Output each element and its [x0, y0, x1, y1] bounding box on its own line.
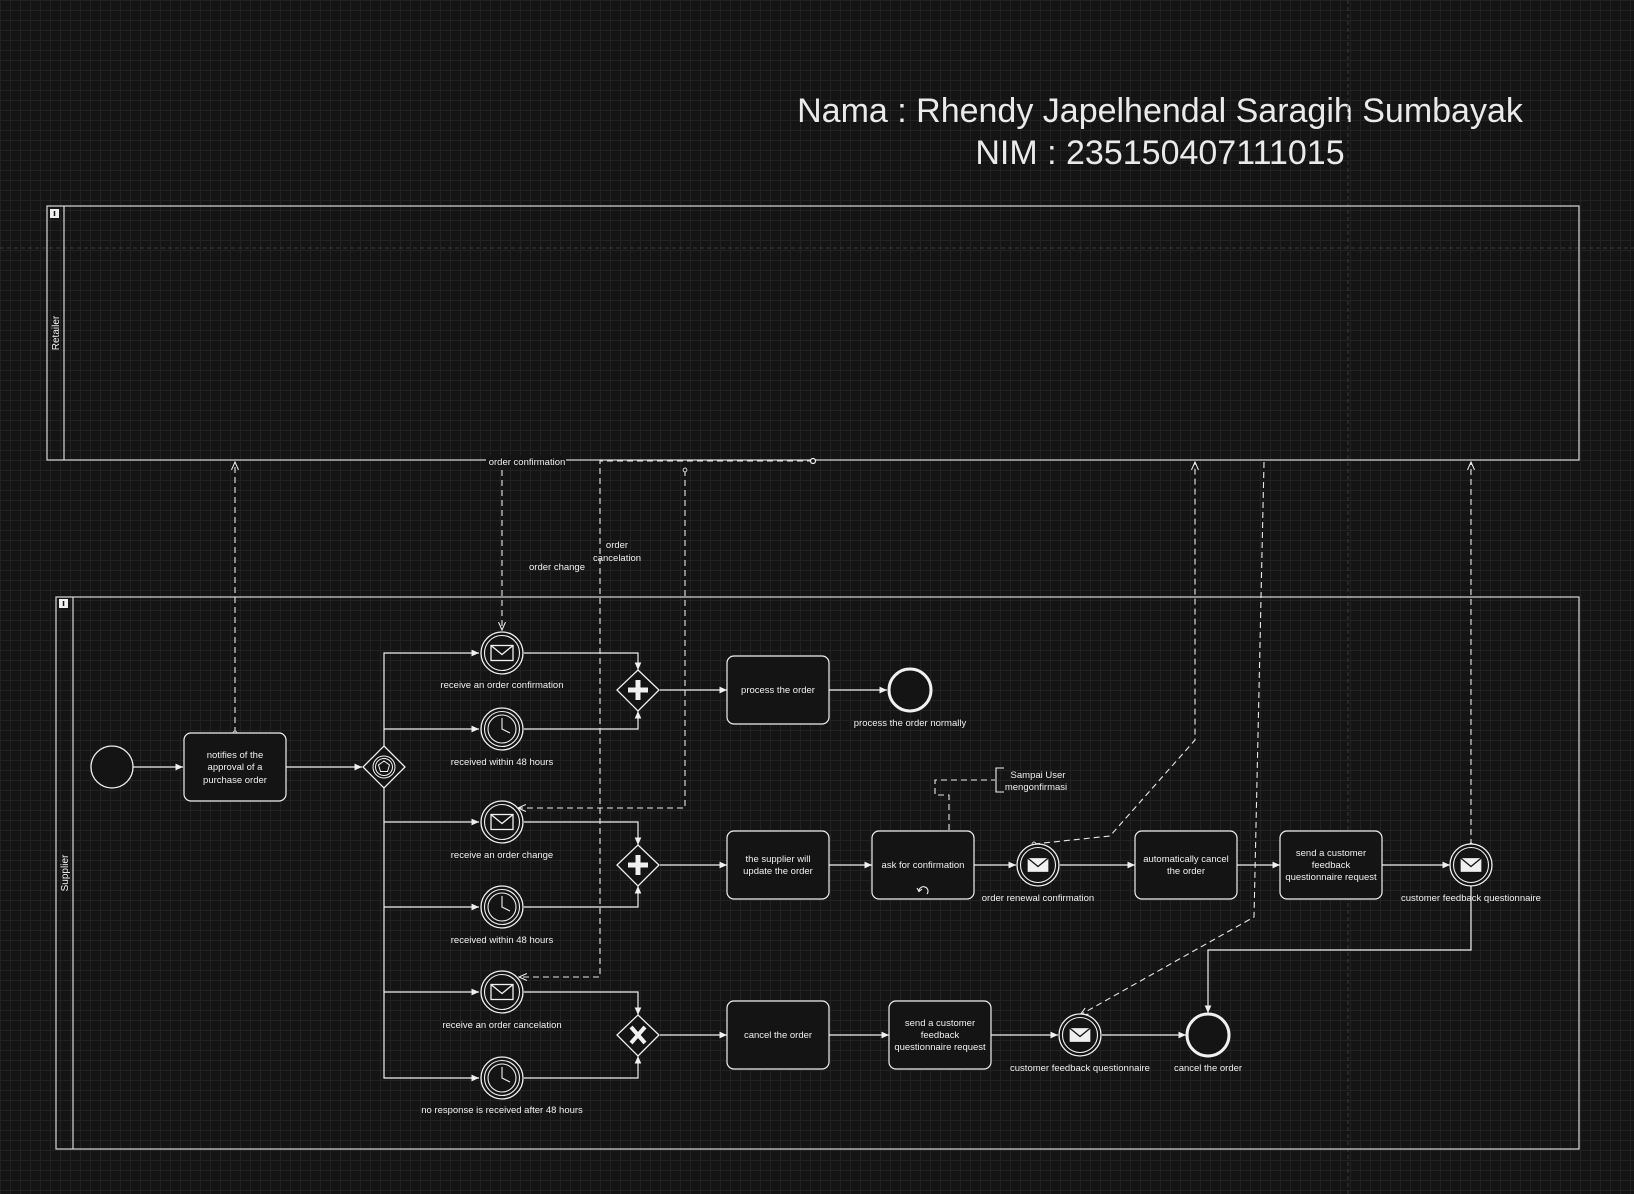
annotation-line: Sampai User	[1011, 770, 1066, 781]
event-label: customer feedback questionnaire	[1401, 893, 1541, 904]
task-label: ask for confirmation	[882, 860, 965, 871]
sequence-flow	[524, 886, 642, 908]
supplier-pool[interactable]: Supplier	[55, 596, 1580, 1150]
event-label: received within 48 hours	[451, 935, 554, 946]
message-label-order-change: order change	[529, 562, 585, 573]
task-label: purchase order	[203, 775, 267, 786]
retailer-pool[interactable]: Retailer	[46, 205, 1580, 461]
parallel-gateway-2[interactable]	[616, 844, 660, 887]
message-flow	[1080, 461, 1265, 1015]
message-label-order-cancelation-line2: cancelation	[593, 553, 641, 564]
task-label: send a customer	[1296, 848, 1366, 859]
task-label: update the order	[743, 866, 813, 877]
task-label: the order	[1167, 866, 1205, 877]
task-process-order[interactable]	[726, 655, 830, 725]
event-label: receive an order confirmation	[440, 680, 563, 691]
message-flows	[235, 460, 1471, 1015]
parallel-gateway-1[interactable]	[616, 669, 660, 712]
envelope-icon	[490, 813, 514, 831]
plus-icon	[628, 680, 648, 700]
task-ask-confirmation[interactable]	[871, 830, 975, 900]
envelope-icon	[490, 983, 514, 1001]
task-label: feedback	[1312, 860, 1351, 871]
event-label: receive an order cancelation	[442, 1020, 561, 1031]
student-id: NIM : 235150407111015	[975, 134, 1345, 172]
event-label: received within 48 hours	[451, 757, 554, 768]
task-label: questionnaire request	[1285, 872, 1377, 883]
event-based-gateway[interactable]	[362, 745, 406, 789]
message-event-receive-confirmation[interactable]	[480, 631, 524, 675]
diagram-header: Nama : Rhendy Japelhendal Saragih Sumbay…	[740, 90, 1580, 174]
annotation-line: mengonfirmasi	[1005, 782, 1067, 793]
event-label: process the order normally	[854, 718, 967, 729]
timer-event-no-response[interactable]	[480, 1056, 524, 1100]
envelope-icon	[1459, 856, 1483, 874]
task-label: process the order	[741, 685, 815, 696]
text-annotation[interactable]: Sampai User mengonfirmasi	[995, 767, 1067, 793]
message-event-receive-change[interactable]	[480, 800, 524, 844]
timer-event-48h-2[interactable]	[480, 885, 524, 929]
event-label: cancel the order	[1174, 1063, 1242, 1074]
sequence-flow	[1204, 882, 1472, 1013]
message-event-feedback-questionnaire-1[interactable]	[1449, 843, 1493, 887]
supplier-pool-label: Supplier	[60, 854, 71, 891]
clock-icon	[487, 1063, 517, 1093]
plus-icon	[628, 855, 648, 875]
exclusive-gateway[interactable]	[616, 1014, 660, 1057]
task-send-feedback-request-1[interactable]	[1279, 830, 1383, 900]
task-label: approval of a	[208, 762, 264, 773]
task-cancel-order[interactable]	[726, 1000, 830, 1070]
retailer-pool-label: Retailer	[51, 315, 62, 350]
author-name: Nama : Rhendy Japelhendal Saragih Sumbay…	[797, 92, 1523, 130]
event-label: receive an order change	[451, 850, 553, 861]
clock-icon	[487, 892, 517, 922]
task-label: notifies of the	[207, 750, 264, 761]
event-label: order renewal confirmation	[982, 893, 1094, 904]
event-label: customer feedback questionnaire	[1010, 1063, 1150, 1074]
task-label: cancel the order	[744, 1030, 812, 1041]
x-icon	[629, 1025, 647, 1045]
end-event-cancel[interactable]	[1185, 1012, 1231, 1058]
message-flow	[1034, 462, 1195, 844]
task-label: automatically cancel	[1143, 854, 1229, 865]
task-notify-approval[interactable]	[183, 732, 287, 802]
envelope-icon	[1026, 856, 1050, 874]
sequence-flow	[524, 1056, 642, 1079]
end-event-normal[interactable]	[887, 667, 933, 713]
envelope-icon	[1068, 1026, 1092, 1044]
event-label: no response is received after 48 hours	[421, 1105, 583, 1116]
clock-icon	[487, 714, 517, 744]
message-label-order-confirmation: order confirmation	[489, 457, 566, 468]
pentagon-icon	[377, 760, 391, 772]
message-event-receive-cancelation[interactable]	[480, 970, 524, 1014]
message-label-order-cancelation-line1: order	[606, 540, 628, 551]
sequence-flow	[383, 649, 479, 767]
task-label: feedback	[921, 1030, 960, 1041]
task-label: questionnaire request	[894, 1042, 986, 1053]
message-flow	[518, 470, 685, 808]
message-event-feedback-questionnaire-2[interactable]	[1058, 1013, 1102, 1057]
envelope-icon	[490, 644, 514, 662]
task-send-feedback-request-2[interactable]	[888, 1000, 992, 1070]
sequence-flow	[383, 767, 479, 1079]
sequence-flow	[524, 821, 642, 845]
sequence-flow	[524, 991, 642, 1015]
annotation-association	[934, 779, 995, 830]
task-label: send a customer	[905, 1018, 975, 1029]
message-event-renewal-confirmation[interactable]	[1016, 843, 1060, 887]
sequence-flow	[524, 711, 642, 730]
loop-icon	[916, 886, 929, 895]
timer-event-48h-1[interactable]	[480, 707, 524, 751]
task-label: the supplier will	[746, 854, 811, 865]
sequence-flow	[524, 652, 642, 670]
start-event[interactable]	[90, 745, 134, 789]
task-supplier-update[interactable]	[726, 830, 830, 900]
task-auto-cancel[interactable]	[1134, 830, 1238, 900]
